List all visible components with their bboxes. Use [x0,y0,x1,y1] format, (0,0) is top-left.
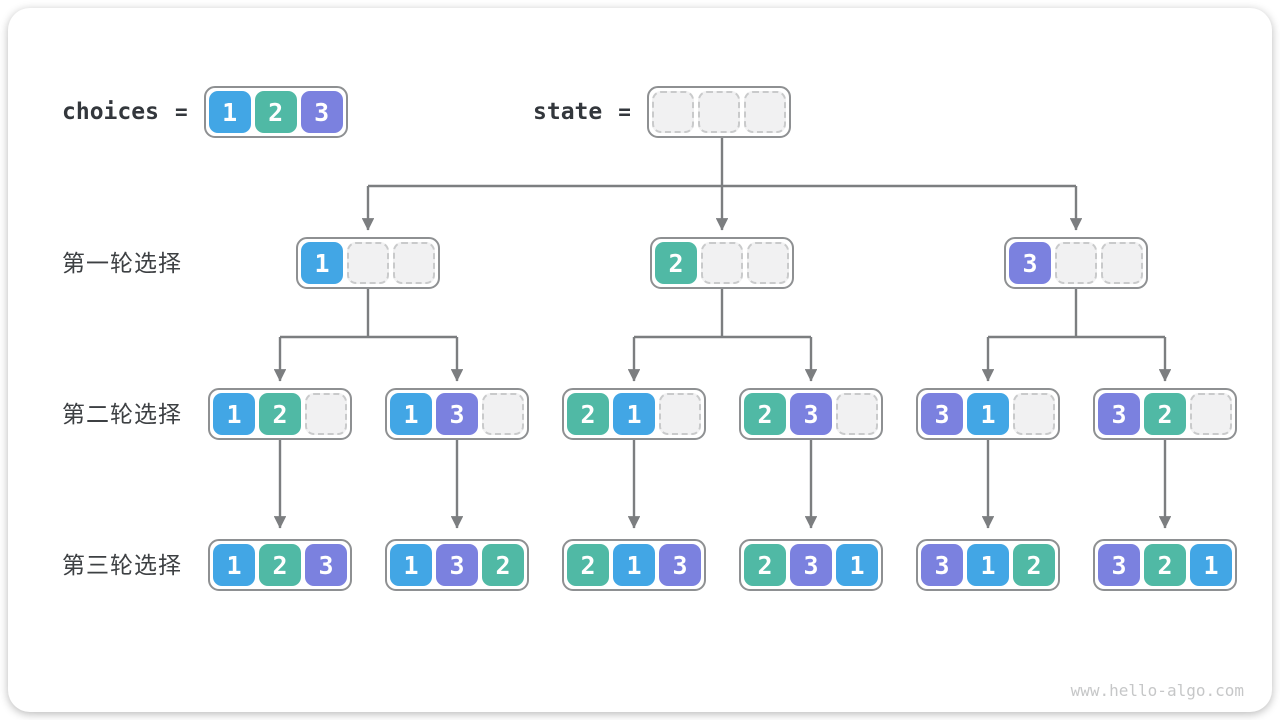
array-cell-value: 2 [259,544,301,586]
array-cell-value: 3 [659,544,701,586]
array-cell-value: 1 [836,544,878,586]
state-equals: = [618,100,631,124]
array-cell-value: 3 [790,544,832,586]
array-cell-value: 3 [436,544,478,586]
array-cell-value: 3 [300,91,343,133]
array-cell-value: 2 [1013,544,1055,586]
array-cell-value: 2 [744,393,786,435]
array-cell-value: 2 [655,242,697,284]
choices-label: choices [62,99,159,125]
array-cell-value: 1 [613,544,655,586]
array-cell-value: 1 [1190,544,1232,586]
array-cell-empty [1013,393,1055,435]
state-node: 2 [650,237,794,289]
array-cell-empty [747,242,789,284]
array-cell-value: 1 [390,544,432,586]
array-cell-empty [393,242,435,284]
array-cell-value: 3 [921,393,963,435]
array-cell-empty [836,393,878,435]
row-label: 第三轮选择 [62,552,182,578]
choices-equals: = [174,100,188,124]
array-cell-value: 1 [390,393,432,435]
array-cell-value: 1 [213,393,255,435]
array-cell-value: 3 [921,544,963,586]
array-cell-value: 1 [967,544,1009,586]
state-node: 1 [296,237,440,289]
array-cell-empty [743,91,786,133]
row-label: 第一轮选择 [62,250,182,276]
array-cell-value: 2 [567,544,609,586]
array-cell-empty [482,393,524,435]
watermark: www.hello-algo.com [1070,681,1244,700]
array-cell-empty [651,91,694,133]
array-cell-empty [697,91,740,133]
array-cell-value: 2 [744,544,786,586]
row-label: 第二轮选择 [62,401,182,427]
array-cell-value: 2 [1144,393,1186,435]
array-cell-value: 3 [436,393,478,435]
state-node: 3 [1004,237,1148,289]
array-cell-empty [701,242,743,284]
array-cell-value: 3 [1009,242,1051,284]
array-cell-value: 1 [213,544,255,586]
array-cell-value: 2 [567,393,609,435]
array-cell-value: 3 [305,544,347,586]
array-cell-empty [1055,242,1097,284]
array-cell-value: 1 [301,242,343,284]
state-array [646,86,791,138]
array-cell-value: 3 [1098,393,1140,435]
array-cell-empty [347,242,389,284]
array-cell-value: 3 [1098,544,1140,586]
array-cell-value: 1 [967,393,1009,435]
array-cell-value: 2 [254,91,297,133]
array-cell-empty [305,393,347,435]
array-cell-empty [659,393,701,435]
array-cell-value: 2 [482,544,524,586]
array-cell-empty [1101,242,1143,284]
array-cell-value: 1 [208,91,251,133]
state-label: state [533,99,603,125]
array-cell-empty [1190,393,1232,435]
array-cell-value: 2 [259,393,301,435]
array-cell-value: 3 [790,393,832,435]
state-header: state = [533,86,791,138]
array-cell-value: 2 [1144,544,1186,586]
array-cell-value: 1 [613,393,655,435]
